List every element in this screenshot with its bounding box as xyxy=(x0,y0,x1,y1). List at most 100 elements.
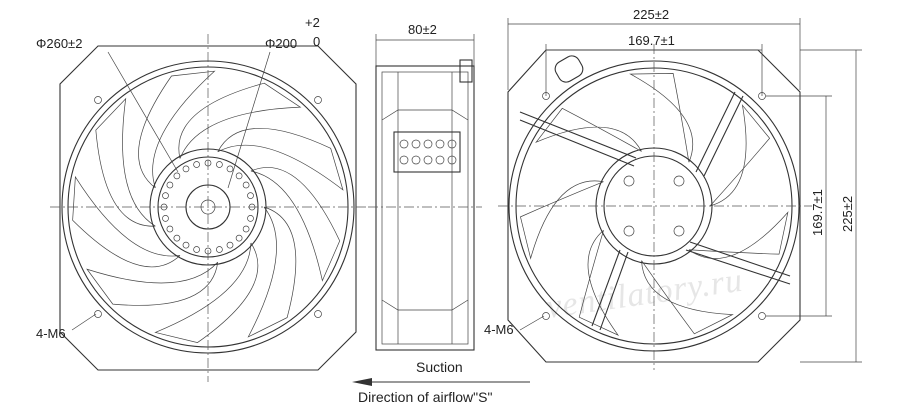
hub-hole xyxy=(166,225,174,233)
hub-hole xyxy=(173,172,181,180)
side-contour xyxy=(381,109,469,121)
side-body xyxy=(375,65,475,351)
airflow-suction-label: Suction xyxy=(416,359,463,375)
hub-ring xyxy=(157,156,259,258)
dim-depth: 80±2 xyxy=(408,22,437,37)
hub-hole xyxy=(247,215,254,222)
mount-hole xyxy=(94,310,102,318)
tolerance-lower: 0 xyxy=(313,34,320,49)
hub-hole xyxy=(193,161,200,168)
mount-hole xyxy=(542,312,550,320)
strut xyxy=(519,119,635,167)
terminal-screw xyxy=(435,139,445,149)
fan-blade xyxy=(535,107,642,152)
fan-blade xyxy=(641,260,734,335)
leader-mount-front xyxy=(71,313,97,331)
fan-blade xyxy=(578,230,620,336)
leader-outer-dia xyxy=(107,51,179,173)
fan-blade xyxy=(520,180,604,260)
side-view: 80±2 xyxy=(368,22,482,351)
fan-blade xyxy=(709,104,771,207)
fan-blade xyxy=(247,206,297,338)
rear-blades xyxy=(520,73,789,336)
leader-mount-rear xyxy=(519,315,545,331)
mount-hole xyxy=(314,96,322,104)
terminal-screw xyxy=(399,139,409,149)
terminal-screw xyxy=(411,155,421,165)
fan-blade xyxy=(629,73,694,163)
strut xyxy=(591,249,621,327)
dim-hole-pitch-vertical: 169.7±1 xyxy=(810,189,825,236)
front-blades xyxy=(72,70,344,343)
motor-bolt xyxy=(623,225,635,237)
fan-blade xyxy=(250,167,341,282)
fan-blade xyxy=(86,261,219,306)
rear-view: 225±2 169.7±1 169.7±1 225±2 4-M6 xyxy=(484,7,862,370)
hub-outer xyxy=(149,148,267,266)
fan-blade xyxy=(95,97,156,227)
mount-label-front: 4-M6 xyxy=(36,326,66,341)
hub-hole xyxy=(182,241,190,249)
hub-hole xyxy=(226,165,234,173)
dim-height: 225±2 xyxy=(840,196,855,232)
hub-hole xyxy=(216,246,223,253)
hub-hole xyxy=(242,181,250,189)
airflow-arrow-head xyxy=(352,378,372,386)
strut xyxy=(685,249,791,285)
hub-hole xyxy=(235,234,243,242)
mount-label-rear: 4-M6 xyxy=(484,322,514,337)
motor-bolt xyxy=(673,175,685,187)
airflow-legend: Suction Direction of airflow"S" xyxy=(352,359,530,405)
motor-bolt xyxy=(623,175,635,187)
leader-inner-dia xyxy=(227,51,271,189)
hub-hole xyxy=(248,203,256,211)
side-inner xyxy=(381,71,469,345)
hub-hole xyxy=(162,215,169,222)
strut xyxy=(695,91,736,173)
terminal-screw xyxy=(447,155,457,165)
fan-blade xyxy=(138,70,216,189)
hub-centre xyxy=(185,184,231,230)
motor-bolt xyxy=(673,225,685,237)
watermark: ventilatory.ru xyxy=(544,262,745,326)
strut xyxy=(519,111,637,159)
hub-hole xyxy=(242,225,250,233)
mount-hole xyxy=(314,310,322,318)
terminal-screw xyxy=(447,139,457,149)
hub-hole xyxy=(226,241,234,249)
terminal-screw xyxy=(423,139,433,149)
side-connector xyxy=(459,59,473,83)
hub-hole xyxy=(182,165,190,173)
terminal-screw xyxy=(411,139,421,149)
hub-hole xyxy=(166,181,174,189)
dim-width: 225±2 xyxy=(633,7,669,22)
hub-hole xyxy=(235,172,243,180)
hub-hole xyxy=(204,247,212,255)
terminal-block xyxy=(393,131,461,173)
rear-housing-outline xyxy=(507,49,801,363)
terminal-screws xyxy=(399,139,457,165)
dim-outer-diameter: Φ260±2 xyxy=(36,36,82,51)
hub-hole xyxy=(204,159,212,167)
hub-hole xyxy=(160,203,168,211)
fan-blade xyxy=(217,128,344,191)
hub-holes xyxy=(160,159,256,255)
front-view: Φ260±2 Φ200 +2 0 4-M6 xyxy=(36,15,368,382)
rear-cable-clip xyxy=(554,55,584,83)
strut xyxy=(703,95,744,177)
hub-hole xyxy=(173,234,181,242)
tolerance-upper: +2 xyxy=(305,15,320,30)
terminal-screw xyxy=(435,155,445,165)
terminal-screw xyxy=(423,155,433,165)
dim-inner-diameter: Φ200 xyxy=(265,36,297,51)
hub-hole xyxy=(247,192,254,199)
hub-hole xyxy=(193,246,200,253)
fan-blade xyxy=(688,211,789,259)
side-contour xyxy=(381,299,469,311)
mount-hole xyxy=(94,96,102,104)
fan-blade xyxy=(72,175,181,268)
fan-blade xyxy=(178,82,302,159)
terminal-screw xyxy=(399,155,409,165)
airflow-direction-label: Direction of airflow"S" xyxy=(358,389,492,405)
